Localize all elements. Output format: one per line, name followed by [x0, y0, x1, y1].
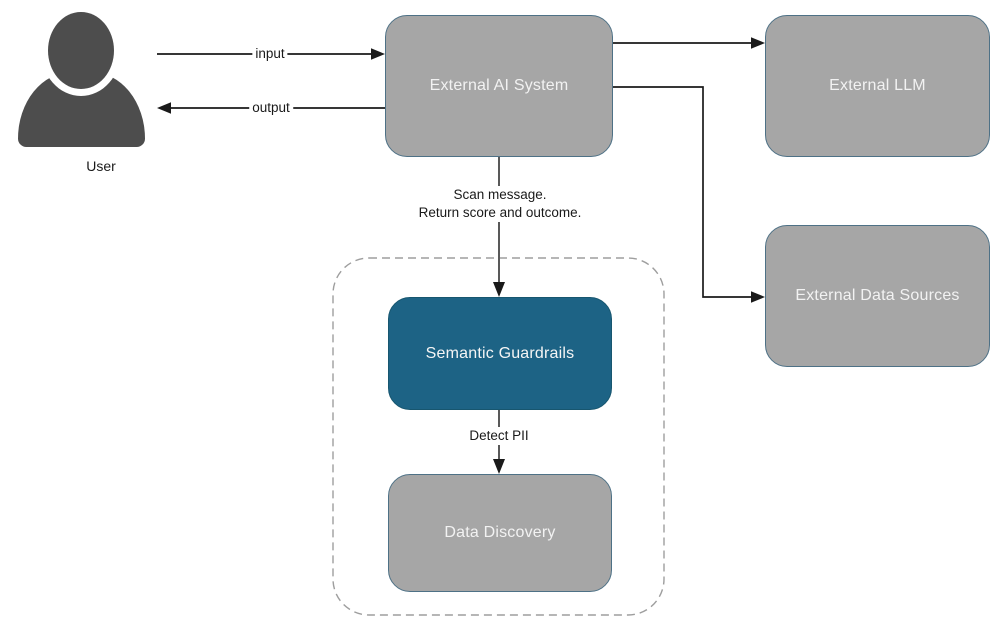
arrowhead-to-llm — [751, 37, 765, 49]
edge-label-scan-message: Scan message. Return score and outcome. — [415, 186, 585, 222]
edge-label-scan-message-line2: Return score and outcome. — [418, 205, 582, 220]
node-data-discovery: Data Discovery — [388, 474, 612, 592]
arrowhead-output — [157, 102, 171, 114]
guardrails-group-border — [332, 257, 665, 616]
edge-ai-to-data-sources — [613, 86, 765, 303]
user-label: User — [86, 158, 116, 174]
edge-label-detect-pii: Detect PII — [466, 427, 532, 445]
arrowhead-input — [371, 48, 385, 60]
edge-label-input: input — [252, 45, 288, 63]
arrowhead-to-guardrails — [493, 282, 505, 297]
node-external-llm: External LLM — [765, 15, 990, 157]
user-icon-head — [48, 12, 114, 89]
node-external-ai-system-label: External AI System — [429, 77, 569, 94]
node-external-ai-system: External AI System — [385, 15, 613, 157]
edge-label-scan-message-line1: Scan message. — [453, 187, 547, 202]
node-semantic-guardrails-label: Semantic Guardrails — [425, 344, 575, 362]
node-external-data-sources-label: External Data Sources — [795, 287, 960, 304]
edge-label-output: output — [249, 99, 293, 117]
edge-ai-to-llm — [613, 37, 765, 49]
user-icon — [18, 8, 145, 147]
node-semantic-guardrails: Semantic Guardrails — [388, 297, 612, 410]
edge-ai-to-guardrails — [493, 157, 505, 297]
arrowhead-to-data-sources — [751, 291, 765, 303]
arrowhead-to-discovery — [493, 459, 505, 474]
node-data-discovery-label: Data Discovery — [444, 524, 556, 541]
node-external-llm-label: External LLM — [829, 77, 926, 94]
user-actor: User — [18, 8, 145, 174]
node-external-data-sources: External Data Sources — [765, 225, 990, 367]
